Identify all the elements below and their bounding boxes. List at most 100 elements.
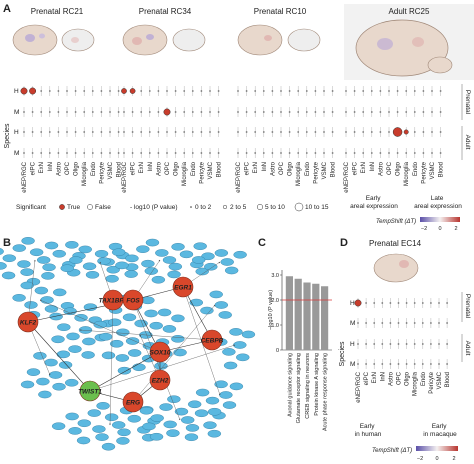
nonsignificant-dot — [305, 152, 308, 154]
cell-type-label-d: Pericyte — [429, 371, 435, 393]
nonsignificant-dot — [140, 131, 143, 133]
nonsignificant-dot — [421, 302, 424, 304]
tempshift-tick-1: −2 — [421, 226, 427, 232]
legend-true-label: True — [67, 204, 81, 211]
nonsignificant-dot — [74, 111, 77, 113]
network-gene-node — [241, 330, 256, 339]
network-hub-node — [172, 276, 194, 298]
cell-type-label: OPC — [165, 161, 171, 175]
cell-type-label: InN — [48, 162, 54, 171]
nonsignificant-dot — [174, 152, 177, 154]
network-gene-node — [127, 349, 142, 357]
network-gene-node — [97, 257, 111, 265]
nonsignificant-dot — [397, 322, 400, 324]
cell-type-label: ExN — [39, 162, 45, 173]
species-label-h2: H — [14, 129, 19, 136]
nonsignificant-dot — [430, 302, 432, 304]
nonsignificant-dot — [345, 90, 347, 92]
network-gene-node — [77, 419, 91, 428]
network-gene-node — [85, 271, 100, 279]
nonsignificant-dot — [362, 111, 365, 113]
network-gene-node — [36, 377, 50, 386]
network-edge — [27, 259, 36, 323]
y-tick-label: 1.0 — [271, 323, 279, 329]
cell-type-label: eNEP/RGC — [344, 161, 350, 192]
species-axis-label-d: Species — [339, 341, 346, 366]
nonsignificant-dot — [209, 111, 211, 113]
tempshift-d-tick-1: −2 — [417, 456, 423, 462]
nonsignificant-dot — [389, 322, 392, 324]
nonsignificant-dot — [323, 111, 325, 113]
nonsignificant-dot — [262, 90, 265, 92]
panel-a-letter: A — [3, 3, 11, 15]
network-gene-node — [207, 407, 222, 416]
network-gene-node — [173, 348, 187, 357]
cell-type-label: Oligo — [396, 161, 402, 176]
nonsignificant-dot — [331, 90, 334, 92]
nonsignificant-dot — [297, 111, 300, 113]
nonsignificant-dot — [254, 131, 257, 133]
nonsignificant-dot — [314, 90, 317, 92]
nonsignificant-dot — [31, 131, 34, 133]
network-gene-node — [139, 406, 154, 415]
nonsignificant-dot — [117, 111, 120, 113]
brain-icon-rc21 — [12, 24, 95, 56]
nonsignificant-dot — [100, 131, 103, 133]
legend-d-early-macaque-line-2: in macaque — [423, 431, 457, 438]
nonsignificant-dot — [389, 302, 392, 304]
nonsignificant-dot — [362, 152, 365, 154]
network-gene-node — [142, 422, 156, 431]
nonsignificant-dot — [288, 111, 291, 113]
network-gene-node — [222, 401, 237, 409]
cell-type-label: InN — [148, 162, 154, 171]
cell-type-label: Astro — [270, 161, 276, 176]
nonsignificant-dot — [148, 152, 151, 154]
cell-type-label-d: Astro — [388, 371, 394, 386]
network-gene-node — [52, 382, 66, 391]
network-hub-label: EGR1 — [174, 284, 192, 291]
nonsignificant-dot — [297, 131, 300, 133]
nonsignificant-dot — [109, 131, 111, 133]
nonsignificant-dot — [389, 363, 392, 365]
network-gene-node — [222, 348, 236, 356]
nonsignificant-dot — [57, 111, 60, 113]
category-label: CREB signaling in neurons — [305, 353, 311, 419]
pathway-bar-chart: 01.02.03.0−log10 (P value)Axonal guidanc… — [268, 270, 332, 431]
nonsignificant-dot — [40, 90, 43, 92]
cell-type-label: Oligo — [288, 161, 294, 176]
category-label: Glutamate receptor signaling — [296, 353, 302, 423]
network-gene-node — [163, 420, 177, 429]
cell-type-label: Pericyte — [313, 161, 319, 183]
nonsignificant-dot — [314, 111, 317, 113]
nonsignificant-dot — [396, 111, 399, 113]
nonsignificant-dot — [191, 90, 194, 92]
nonsignificant-dot — [365, 343, 367, 345]
cell-type-label: VSMC — [322, 161, 328, 179]
network-gene-node — [195, 388, 210, 397]
network-gene-node — [179, 250, 194, 259]
nonsignificant-dot — [66, 152, 68, 154]
network-gene-node — [2, 254, 16, 263]
nonsignificant-dot — [123, 152, 125, 154]
network-hub-edge — [27, 321, 91, 392]
nonsignificant-dot — [262, 152, 265, 154]
nonsignificant-dot — [379, 90, 382, 92]
network-gene-node — [122, 313, 137, 322]
nonsignificant-dot — [280, 111, 282, 113]
network-gene-node — [127, 414, 141, 423]
nonsignificant-dot — [357, 322, 359, 324]
network-gene-node — [218, 311, 232, 319]
network-gene-node — [184, 433, 199, 442]
network-gene-node — [189, 298, 204, 307]
network-hub-node — [122, 289, 144, 311]
network-hub-label: SOX10 — [150, 349, 171, 356]
nonsignificant-dot — [370, 90, 373, 92]
cell-type-label: Blood — [217, 162, 223, 177]
network-gene-node — [214, 380, 228, 389]
network-gene-node — [24, 301, 38, 309]
cell-type-label: VSMC — [208, 161, 214, 179]
network-gene-node — [69, 256, 83, 264]
network-gene-node — [125, 254, 139, 263]
network-gene-node — [12, 244, 26, 252]
